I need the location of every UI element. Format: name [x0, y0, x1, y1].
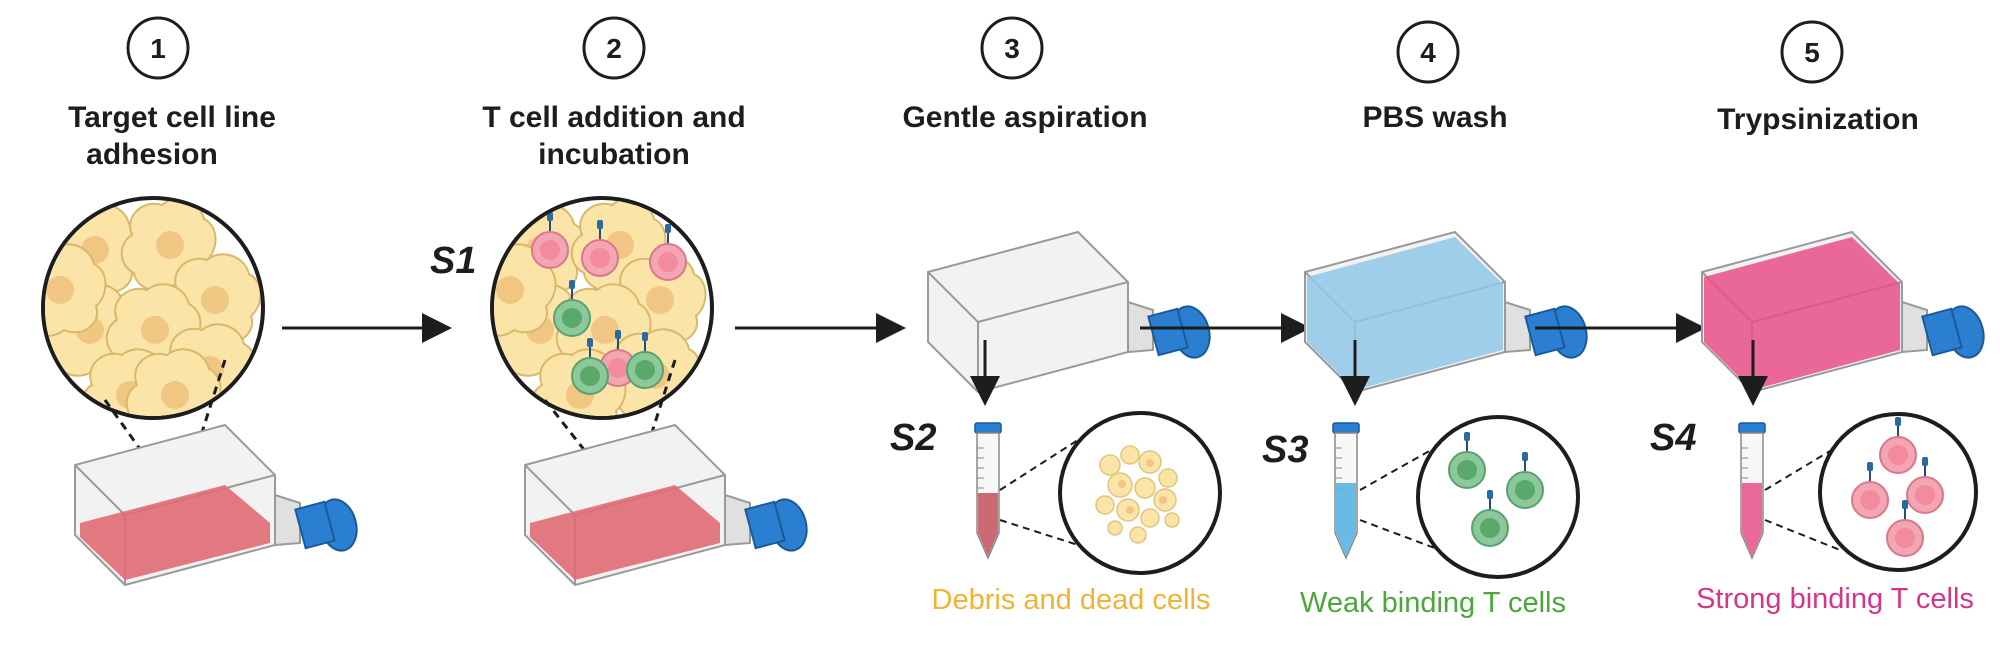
step-3-badge: [980, 16, 1044, 80]
flask-pink-step5: [1701, 231, 1985, 393]
step-3-title: Gentle aspiration: [902, 101, 1147, 134]
step-5: 5 Trypsinization S4 Strong binding T cel…: [1650, 20, 1985, 615]
tube-s4: [1738, 422, 1766, 559]
step-2-number: 2: [606, 33, 622, 64]
step-2: 2 T cell addition and incubation S1: [430, 16, 808, 586]
debris-zoom: [1058, 411, 1222, 575]
step-2-title-line2: incubation: [538, 138, 690, 171]
step-5-title: Trypsinization: [1717, 103, 1919, 136]
sample-label-s4: S4: [1650, 417, 1696, 459]
weak-binding-zoom: [1416, 415, 1580, 579]
strong-binding-zoom: [1818, 412, 1978, 572]
step-3-number: 3: [1004, 33, 1020, 64]
sample-label-s3: S3: [1262, 429, 1308, 471]
fraction-label-weak: Weak binding T cells: [1300, 587, 1566, 619]
step-1-number: 1: [150, 33, 166, 64]
step-3: 3 Gentle aspiration S2: [890, 16, 1222, 616]
step-2-badge: [582, 16, 646, 80]
flask-red-step2: [524, 424, 808, 586]
step-5-badge: [1780, 20, 1844, 84]
tube-s2: [974, 422, 1002, 559]
step-4-number: 4: [1420, 37, 1436, 68]
step-1: 1 Target cell line adhesion: [41, 16, 358, 586]
target-cell-zoom: [41, 196, 265, 420]
step-1-title-line2: adhesion: [86, 138, 218, 171]
step-4: 4 PBS wash S3 Weak binding T cells: [1262, 20, 1588, 619]
co-culture-zoom: [490, 196, 714, 420]
step-1-badge: [126, 16, 190, 80]
sample-label-s2: S2: [890, 417, 936, 459]
step-2-title-line1: T cell addition and: [482, 101, 745, 134]
step-4-title: PBS wash: [1362, 101, 1507, 134]
fraction-label-strong: Strong binding T cells: [1696, 583, 1974, 615]
step-4-badge: [1396, 20, 1460, 84]
sample-label-s1: S1: [430, 240, 476, 282]
flask-red-step1: [74, 424, 358, 586]
step-1-title-line1: Target cell line: [68, 101, 276, 134]
flask-blue-step4: [1304, 231, 1588, 393]
tube-s3: [1332, 422, 1360, 559]
fraction-label-debris: Debris and dead cells: [932, 584, 1211, 616]
step-5-number: 5: [1804, 37, 1820, 68]
flask-empty-step3: [927, 231, 1211, 393]
